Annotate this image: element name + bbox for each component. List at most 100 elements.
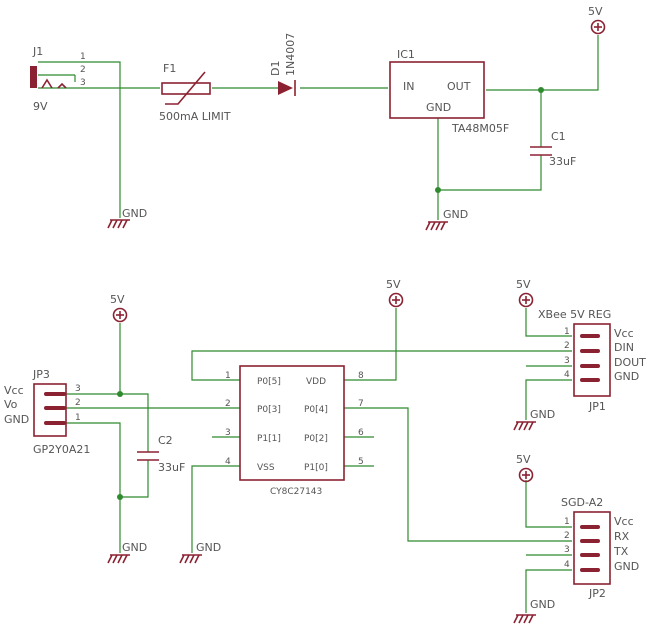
mcu-pin-name-vdd: VDD	[306, 377, 326, 387]
logic-section: JP3 Vcc Vo GND 3 2 1 GP2Y0A21 C2 33uF 1 …	[4, 278, 646, 624]
jp1-pin-dout: DOUT	[614, 356, 646, 369]
gnd-label-jp3: GND	[122, 541, 147, 554]
supply-5v-label: 5V	[110, 293, 125, 306]
supply-5v-icon	[112, 307, 128, 323]
f1-ptc-slash	[165, 71, 206, 105]
supply-5v-label: 5V	[588, 5, 603, 18]
mcu-pin-num-3: 3	[225, 428, 231, 438]
jp2-num-2: 2	[564, 531, 570, 541]
supply-5v-icon	[590, 19, 606, 35]
jp1-connector: XBee 5V REG 1 2 3 4 Vcc DIN DOUT GND JP1	[538, 308, 646, 413]
ic1-ref: IC1	[397, 48, 415, 61]
jp3-pin-gnd: GND	[4, 413, 29, 426]
c2-ref: C2	[158, 434, 173, 447]
supply-5v-icon	[518, 292, 534, 308]
j1-pin-2: 2	[80, 65, 86, 75]
ic1-regulator: IC1 IN OUT GND TA48M05F	[389, 48, 509, 135]
j1-pin-3: 3	[80, 78, 86, 88]
gnd-symbol-mcu: GND	[179, 541, 221, 564]
c1-bottom-wire	[438, 155, 542, 191]
ic1-body	[389, 61, 485, 119]
jp1-num-3: 3	[564, 356, 570, 366]
mcu-pin-name-p11: P1[1]	[257, 434, 281, 444]
jp3-gnd-wire	[66, 422, 121, 553]
ground-hatch	[179, 554, 200, 564]
jp2-pin-vcc: Vcc	[614, 515, 634, 528]
supply-5v-symbol: 5V	[588, 5, 606, 35]
jp2-pin-gnd: GND	[614, 560, 639, 573]
ic1-value: TA48M05F	[451, 122, 509, 135]
d1-value: 1N4007	[284, 33, 297, 76]
jp2-pin-rx: RX	[614, 530, 630, 543]
mcu-vdd-wire	[344, 308, 397, 381]
supply-5v-jp2: 5V	[516, 453, 534, 483]
jp1-gnd-wire	[525, 379, 572, 420]
supply-5v-icon	[518, 467, 534, 483]
jp3-contact-3	[44, 392, 66, 396]
supply-5v-label: 5V	[386, 278, 401, 291]
f1-body	[161, 82, 211, 95]
d1-anode-triangle	[278, 81, 293, 95]
jp1-vcc-wire	[525, 308, 572, 337]
jp2-gnd-wire	[525, 569, 572, 613]
mcu-value: CY8C27143	[270, 487, 322, 497]
jp2-contact-1	[580, 525, 600, 529]
jp3-ref: JP3	[32, 368, 50, 381]
jp2-num-3: 3	[564, 545, 570, 555]
gnd-label-jp2: GND	[530, 598, 555, 611]
junction-dot	[538, 87, 544, 93]
gnd-label-j1: GND	[122, 207, 147, 220]
mcu-pin-num-7: 7	[358, 399, 364, 409]
mcu-pin-name-p05: P0[5]	[257, 377, 281, 387]
gnd-label-ic1: GND	[443, 208, 468, 221]
jp1-contact-1	[580, 334, 600, 338]
jp1-value: XBee 5V REG	[538, 308, 611, 321]
j1-jack-body	[30, 66, 37, 88]
ic1-out-label: OUT	[447, 80, 471, 93]
gnd-label-jp1: GND	[530, 408, 555, 421]
mcu-chip: 1 2 3 4 P0[5] P0[3] P1[1] VSS 8 7 6 5 VD…	[225, 365, 364, 497]
jp1-pin-din: DIN	[614, 341, 634, 354]
mcu-vss-wire	[191, 465, 240, 553]
j1-value: 9V	[33, 100, 48, 113]
j1-ref: J1	[32, 45, 43, 58]
c1-capacitor: C1 33uF	[530, 130, 576, 168]
supply-5v-mcu: 5V	[386, 278, 404, 308]
mcu-pin-num-6: 6	[358, 428, 364, 438]
jp2-num-4: 4	[564, 560, 570, 570]
jp3-vcc-wire	[66, 393, 149, 452]
gnd-symbol-ic1: GND	[425, 208, 468, 231]
jp1-num-1: 1	[564, 327, 570, 337]
mcu-pin-name-vss: VSS	[257, 463, 275, 473]
reg-out-5v-wire	[486, 35, 599, 91]
jp1-ref: JP1	[588, 400, 606, 413]
jp3-contact-1	[44, 421, 66, 425]
jp2-contact-3	[580, 553, 600, 557]
mcu-pin-name-p04: P0[4]	[304, 405, 328, 415]
jp1-num-4: 4	[564, 370, 570, 380]
jp1-contact-2	[580, 349, 600, 353]
jp1-contact-4	[580, 378, 600, 382]
mcu-pin-num-4: 4	[225, 457, 231, 467]
gnd-symbol-j1: GND	[107, 207, 147, 229]
mcu-p05-din-wire	[191, 350, 572, 381]
jp3-num-1: 1	[75, 413, 81, 423]
gnd-symbol-jp3: GND	[107, 541, 147, 564]
mcu-p04-rx-wire	[344, 407, 572, 542]
ground-hatch	[107, 554, 128, 564]
supply-5v-icon	[388, 292, 404, 308]
jp2-ref: JP2	[588, 587, 606, 600]
gnd-symbol-jp1: GND	[513, 408, 555, 431]
f1-value: 500mA LIMIT	[159, 110, 231, 123]
f1-ref: F1	[163, 62, 176, 75]
f1-fuse: F1 500mA LIMIT	[159, 62, 231, 123]
c2-gnd-wire	[120, 460, 149, 498]
jp1-num-2: 2	[564, 341, 570, 351]
jp2-contact-4	[580, 568, 600, 572]
jp2-connector: SGD-A2 1 2 3 4 Vcc RX TX GND JP2	[561, 496, 639, 600]
jp3-value: GP2Y0A21	[33, 443, 90, 456]
jp3-connector: JP3 Vcc Vo GND 3 2 1 GP2Y0A21	[4, 368, 90, 456]
supply-5v-jp3: 5V	[110, 293, 128, 323]
supply-5v-label: 5V	[516, 278, 531, 291]
